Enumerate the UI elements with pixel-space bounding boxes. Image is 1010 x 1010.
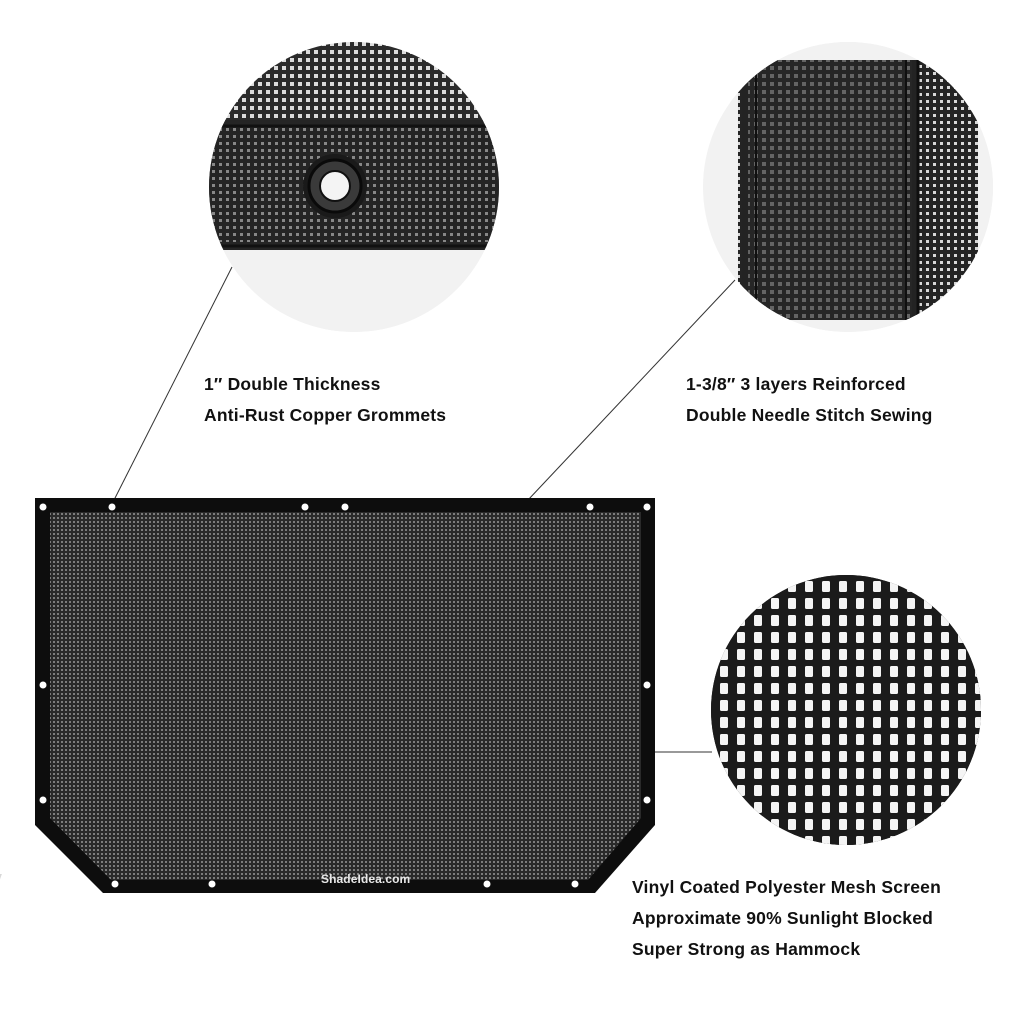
brand-watermark: ShadeIdea.com: [321, 872, 411, 886]
grommet-caption: 1″ Double Thickness Anti-Rust Copper Gro…: [204, 369, 446, 431]
grommet-caption-line: 1″ Double Thickness: [204, 374, 381, 394]
mesh-caption-line: Approximate 90% Sunlight Blocked: [632, 908, 934, 928]
shade-panel: [0, 498, 655, 893]
stitch-caption: 1-3/8″ 3 layers Reinforced Double Needle…: [686, 369, 933, 431]
mesh-caption: Vinyl Coated Polyester Mesh Screen Appro…: [632, 872, 941, 965]
stitch-zoom-circle: [703, 42, 993, 332]
grommet-zoom-circle: [209, 42, 499, 332]
mesh-zoom-circle: [711, 575, 981, 845]
leader-line-grommet: [111, 266, 233, 505]
stitch-caption-line: 1-3/8″ 3 layers Reinforced: [686, 374, 906, 394]
grommet-holes: [39, 503, 651, 888]
grommet-caption-line: Anti-Rust Copper Grommets: [204, 405, 447, 425]
stitch-caption-line: Double Needle Stitch Sewing: [686, 405, 933, 425]
mesh-caption-line: Vinyl Coated Polyester Mesh Screen: [632, 877, 941, 897]
mesh-caption-line: Super Strong as Hammock: [632, 939, 861, 959]
brand-logo-icon: [0, 874, 2, 884]
leader-line-stitch: [527, 279, 736, 501]
